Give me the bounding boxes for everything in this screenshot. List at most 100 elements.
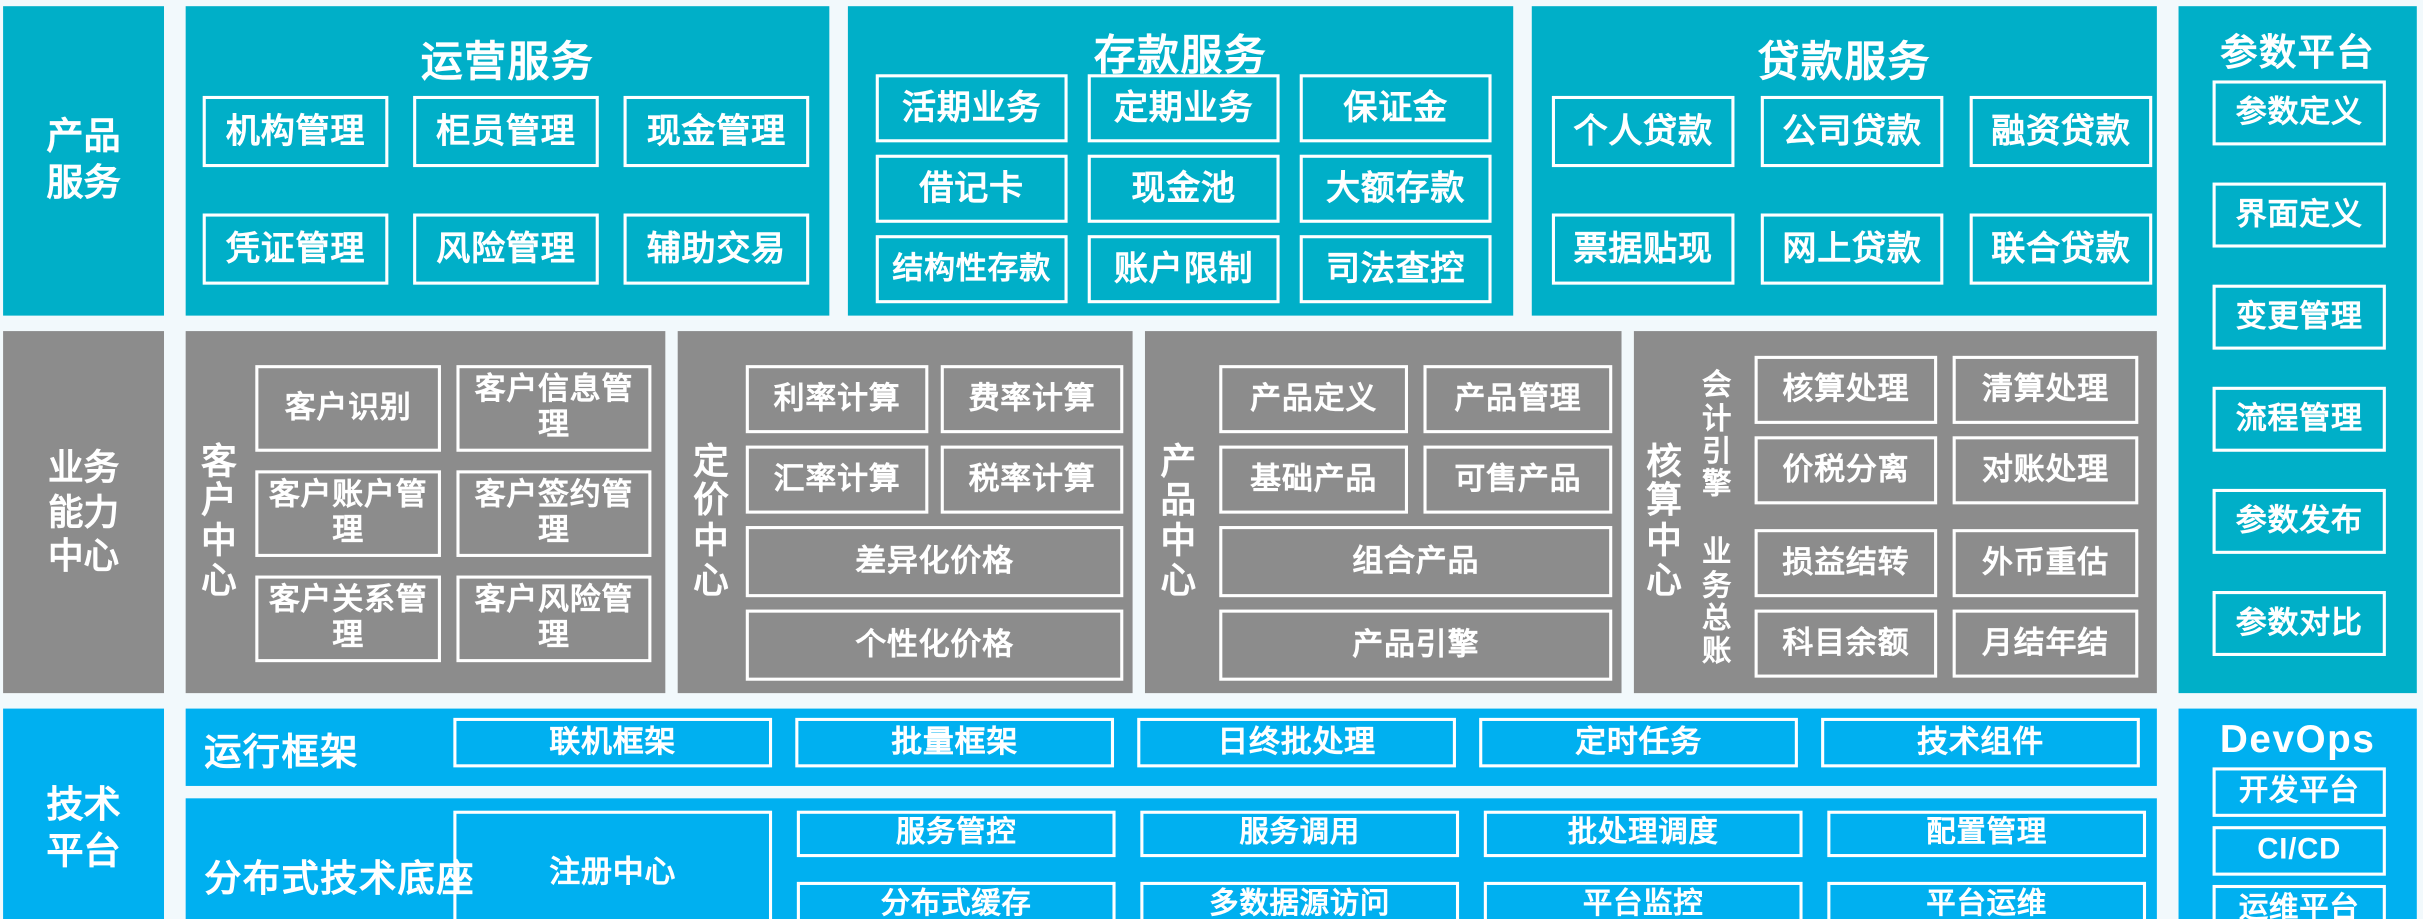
panel-devops: DevOps 开发平台 CI/CD 运维平台 [2178, 708, 2417, 919]
accounting-box-reconciliation-processing[interactable]: 对账处理 [1952, 436, 2139, 505]
customer-box-contract-management[interactable]: 客户签约管理 [456, 470, 652, 557]
accounting-box-profit-loss-carryover[interactable]: 损益结转 [1754, 529, 1938, 598]
runtime-box-tech-component[interactable]: 技术组件 [1821, 717, 2140, 768]
deposit-box-judicial-control[interactable]: 司法查控 [1299, 235, 1492, 304]
accounting-box-subject-balance[interactable]: 科目余额 [1754, 609, 1938, 678]
business-ledger-vchar-3: 账 [1701, 636, 1733, 669]
deposit-box-account-restriction[interactable]: 账户限制 [1087, 235, 1280, 304]
customer-box-identification[interactable]: 客户识别 [255, 365, 441, 452]
deposit-box-cash-pool[interactable]: 现金池 [1087, 154, 1280, 223]
runtime-box-batch-framework[interactable]: 批量框架 [795, 717, 1115, 768]
panel-title-parameter-platform: 参数平台 [2220, 32, 2376, 75]
pricing-box-differentiated-price[interactable]: 差异化价格 [745, 526, 1124, 598]
foundation-box-distributed-cache[interactable]: 分布式缓存 [796, 881, 1116, 919]
deposit-box-structured-deposit[interactable]: 结构性存款 [875, 235, 1068, 304]
pricing-box-personalized-price[interactable]: 个性化价格 [745, 609, 1124, 681]
product-box-product-engine[interactable]: 产品引擎 [1219, 609, 1613, 681]
band-label-business-capability-center: 业务 能力 中心 [3, 331, 165, 694]
service-box-teller-management[interactable]: 柜员管理 [413, 95, 599, 168]
deposit-box-large-deposit[interactable]: 大额存款 [1299, 154, 1492, 223]
foundation-box-platform-ops[interactable]: 平台运维 [1827, 881, 2147, 919]
product-center-vchar-2: 中 [1160, 519, 1198, 561]
accounting-box-price-tax-separation[interactable]: 价税分离 [1754, 436, 1938, 505]
foundation-box-multi-datasource-access[interactable]: 多数据源访问 [1140, 881, 1460, 919]
center-vlabel-product-center: 产 品 中 心 [1154, 405, 1204, 637]
accounting-center-vchar-3: 心 [1646, 559, 1684, 600]
devops-box-cicd[interactable]: CI/CD [2212, 826, 2386, 876]
panel-pricing-center: 定 价 中 心 利率计算 费率计算 汇率计算 税率计算 差异化价格 个性化价格 [677, 331, 1133, 694]
service-box-risk-management[interactable]: 风险管理 [413, 213, 599, 285]
product-box-management[interactable]: 产品管理 [1423, 365, 1613, 434]
band-label-product-line2: 服务 [46, 162, 121, 205]
accounting-engine-vchar-0: 会 [1701, 370, 1733, 403]
foundation-box-config-management[interactable]: 配置管理 [1827, 810, 2147, 858]
loan-box-online-loan[interactable]: 网上贷款 [1760, 213, 1944, 285]
service-box-org-management[interactable]: 机构管理 [202, 95, 389, 168]
accounting-box-foreign-currency-revaluation[interactable]: 外币重估 [1952, 529, 2139, 598]
loan-box-joint-loan[interactable]: 联合贷款 [1969, 213, 2153, 285]
accounting-box-month-year-end-closing[interactable]: 月结年结 [1952, 609, 2139, 678]
pricing-center-vchar-0: 定 [693, 440, 731, 481]
deposit-box-margin[interactable]: 保证金 [1299, 74, 1492, 143]
runtime-box-scheduled-task[interactable]: 定时任务 [1479, 717, 1798, 768]
loan-box-bill-discount[interactable]: 票据贴现 [1551, 213, 1735, 285]
pricing-center-vchar-1: 价 [693, 479, 731, 521]
row-label-runtime-framework: 运行框架 [204, 731, 359, 773]
accounting-center-vchar-0: 核 [1646, 440, 1684, 481]
subgroup-vlabel-accounting-engine: 会 计 引 擎 [1696, 356, 1739, 517]
center-vlabel-customer-center: 客 户 中 心 [195, 405, 245, 637]
row-label-distributed-foundation: 分布式技术底座 [204, 857, 476, 900]
foundation-box-platform-monitoring[interactable]: 平台监控 [1483, 881, 1803, 919]
loan-box-financing-loan[interactable]: 融资贷款 [1969, 95, 2153, 168]
panel-deposit-services: 存款服务 活期业务 定期业务 保证金 借记卡 现金池 大额存款 结构性存款 账户… [847, 6, 1514, 316]
loan-box-personal-loan[interactable]: 个人贷款 [1551, 95, 1735, 168]
panel-title-loan-services: 贷款服务 [1757, 38, 1931, 86]
service-box-cash-management[interactable]: 现金管理 [623, 95, 810, 168]
product-box-definition[interactable]: 产品定义 [1219, 365, 1409, 434]
param-box-change-management[interactable]: 变更管理 [2212, 284, 2386, 350]
param-box-parameter-release[interactable]: 参数发布 [2212, 488, 2386, 554]
devops-box-dev-platform[interactable]: 开发平台 [2212, 767, 2386, 817]
foundation-box-service-invocation[interactable]: 服务调用 [1140, 810, 1460, 858]
band-label-tech-line1: 技术 [46, 784, 121, 827]
pricing-box-fee-rate[interactable]: 费率计算 [940, 365, 1124, 434]
param-box-interface-definition[interactable]: 界面定义 [2212, 182, 2386, 248]
foundation-box-service-governance[interactable]: 服务管控 [796, 810, 1116, 858]
product-box-composite-product[interactable]: 组合产品 [1219, 526, 1613, 598]
accounting-box-settlement-processing[interactable]: 清算处理 [1952, 355, 2139, 424]
center-vlabel-pricing-center: 定 价 中 心 [687, 405, 737, 637]
product-box-basic-product[interactable]: 基础产品 [1219, 445, 1409, 514]
deposit-box-debit-card[interactable]: 借记卡 [875, 154, 1068, 223]
foundation-box-batch-scheduling[interactable]: 批处理调度 [1483, 810, 1803, 858]
param-box-parameter-comparison[interactable]: 参数对比 [2212, 591, 2386, 656]
foundation-box-registry-center[interactable]: 注册中心 [453, 810, 773, 919]
product-box-sellable-product[interactable]: 可售产品 [1423, 445, 1613, 514]
pricing-box-tax-rate[interactable]: 税率计算 [940, 445, 1124, 514]
customer-box-account-management[interactable]: 客户账户管理 [255, 470, 441, 557]
deposit-box-time-business[interactable]: 定期业务 [1087, 74, 1280, 143]
param-box-parameter-definition[interactable]: 参数定义 [2212, 80, 2386, 146]
panel-title-operation-services: 运营服务 [420, 38, 595, 86]
deposit-box-demand-business[interactable]: 活期业务 [875, 74, 1068, 143]
param-box-process-management[interactable]: 流程管理 [2212, 386, 2386, 452]
pricing-box-exchange-rate[interactable]: 汇率计算 [745, 445, 929, 514]
panel-parameter-platform: 参数平台 参数定义 界面定义 变更管理 流程管理 参数发布 参数对比 [2178, 6, 2417, 694]
devops-box-ops-platform[interactable]: 运维平台 [2212, 884, 2386, 919]
pricing-box-interest-rate[interactable]: 利率计算 [745, 365, 929, 434]
band-label-product-line1: 产品 [46, 116, 121, 158]
customer-box-relationship-management[interactable]: 客户关系管理 [255, 575, 441, 663]
pricing-center-vchar-3: 心 [693, 559, 731, 600]
runtime-box-eod-batch-processing[interactable]: 日终批处理 [1137, 717, 1456, 768]
service-box-auxiliary-transaction[interactable]: 辅助交易 [623, 213, 810, 285]
band-label-tech-platform: 技术 平台 [3, 708, 165, 919]
band-label-product-services: 产品 服务 [3, 6, 165, 316]
runtime-box-online-framework[interactable]: 联机框架 [453, 717, 773, 768]
service-box-voucher-management[interactable]: 凭证管理 [202, 213, 389, 285]
customer-center-vchar-1: 户 [201, 479, 239, 521]
band-label-tech-line2: 平台 [46, 830, 121, 873]
customer-box-info-management[interactable]: 客户信息管理 [456, 365, 652, 452]
loan-box-corporate-loan[interactable]: 公司贷款 [1760, 95, 1944, 168]
customer-box-risk-management[interactable]: 客户风险管理 [456, 575, 652, 663]
accounting-box-accounting-processing[interactable]: 核算处理 [1754, 355, 1938, 424]
